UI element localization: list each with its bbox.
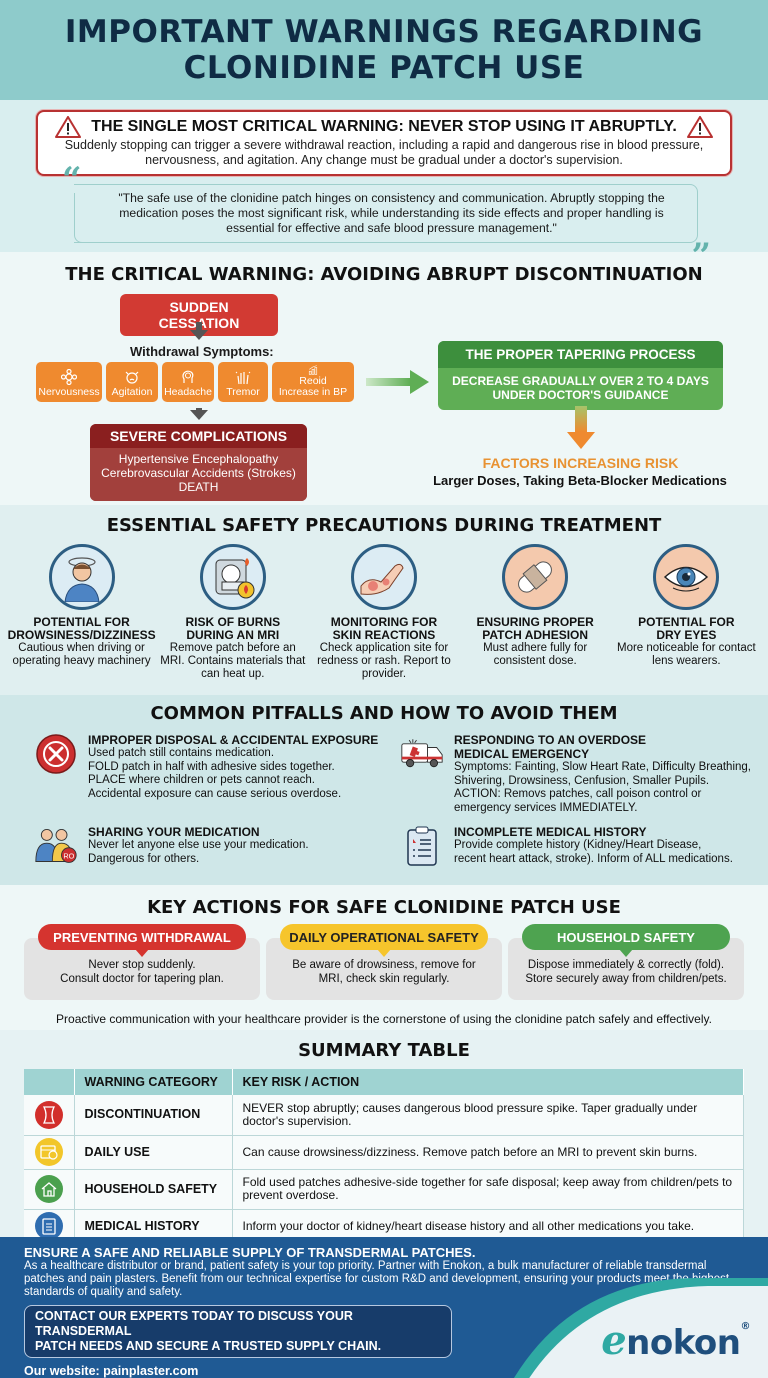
stop-hourglass-icon — [34, 1100, 63, 1129]
gear-flower-icon — [61, 369, 77, 385]
quote-text: "The safe use of the clonidine patch hin… — [118, 191, 665, 235]
tapering-process-box: THE PROPER TAPERING PROCESS DECREASE GRA… — [438, 341, 723, 410]
key-card-preventing-withdrawal: PREVENTING WITHDRAWAL Never stop suddenl… — [24, 924, 260, 1000]
x-circle-icon — [36, 734, 76, 774]
key-card-household-safety: HOUSEHOLD SAFETY Dispose immediately & c… — [508, 924, 744, 1000]
table-row: DAILY USE Can cause drowsiness/dizziness… — [24, 1135, 744, 1170]
open-quote-icon: “ — [62, 160, 82, 200]
eye-icon — [653, 544, 720, 610]
precaution-mri-burns: RISK OF BURNS DURING AN MRI Remove patch… — [158, 544, 308, 681]
promo-footer: ENSURE A SAFE AND RELIABLE SUPPLY OF TRA… — [0, 1237, 768, 1378]
section-title: COMMON PITFALLS AND HOW TO AVOID THEM — [150, 703, 618, 724]
agitated-face-icon — [125, 371, 139, 384]
discontinuation-section: THE CRITICAL WARNING: AVOIDING ABRUPT DI… — [0, 252, 768, 505]
critical-warning-box: THE SINGLE MOST CRITICAL WARNING: NEVER … — [36, 110, 732, 176]
precaution-drowsiness: POTENTIAL FOR DROWSINESS/DIZZINESS Cauti… — [7, 544, 157, 681]
brand-swoosh — [514, 1278, 768, 1378]
pitfall-overdose: RESPONDING TO AN OVERDOSE MEDICAL EMERGE… — [400, 733, 751, 815]
symptoms-row: Nervousness Agitation Headache Tremor Re… — [36, 362, 354, 402]
calendar-clock-icon — [34, 1138, 63, 1166]
section-title: KEY ACTIONS FOR SAFE CLONIDINE PATCH USE — [147, 897, 621, 918]
mri-scanner-fire-icon — [199, 544, 266, 610]
table-header-row: WARNING CATEGORY KEY RISK / ACTION — [24, 1069, 744, 1095]
page-header: IMPORTANT WARNINGS REGARDING CLONIDINE P… — [0, 0, 768, 100]
pitfalls-section: COMMON PITFALLS AND HOW TO AVOID THEM IM… — [0, 695, 768, 885]
critical-warning-title: THE SINGLE MOST CRITICAL WARNING: NEVER … — [91, 118, 677, 135]
shaking-hands-icon — [235, 371, 251, 385]
sudden-cessation-box: SUDDEN CESSATION — [120, 294, 278, 336]
key-tag: PREVENTING WITHDRAWAL — [38, 924, 246, 957]
critical-warning-body: Suddenly stopping can trigger a severe w… — [64, 138, 704, 167]
page-title: IMPORTANT WARNINGS REGARDING CLONIDINE P… — [64, 14, 704, 86]
section-title: SUMMARY TABLE — [298, 1040, 470, 1061]
severe-complications-box: SEVERE COMPLICATIONS Hypertensive Enceph… — [90, 424, 307, 501]
contact-experts-button[interactable]: CONTACT OUR EXPERTS TODAY TO DISCUSS YOU… — [24, 1305, 452, 1358]
enokon-logo: enokon® — [601, 1317, 750, 1364]
precaution-skin-reactions: MONITORING FOR SKIN REACTIONS Check appl… — [309, 544, 459, 681]
table-row: HOUSEHOLD SAFETY Fold used patches adhes… — [24, 1169, 744, 1210]
right-arrow-icon — [366, 370, 429, 394]
footer-heading: ENSURE A SAFE AND RELIABLE SUPPLY OF TRA… — [24, 1245, 476, 1260]
svg-text:RO: RO — [63, 851, 74, 860]
down-arrow-icon — [190, 408, 208, 420]
key-actions-footer: Proactive communication with your health… — [56, 1012, 712, 1026]
warning-triangle-icon — [55, 116, 82, 138]
summary-section: SUMMARY TABLE WARNING CATEGORY KEY RISK … — [0, 1030, 768, 1244]
summary-table: WARNING CATEGORY KEY RISK / ACTION DISCO… — [24, 1069, 744, 1244]
precaution-patch-adhesion: ENSURING PROPER PATCH ADHESION Must adhe… — [460, 544, 610, 681]
warning-triangle-icon — [686, 116, 713, 138]
people-no-share-icon: RO — [34, 825, 78, 866]
pitfall-sharing: RO SHARING YOUR MEDICATION Never let any… — [34, 825, 309, 866]
table-row: DISCONTINUATION NEVER stop abruptly; cau… — [24, 1095, 744, 1136]
symptom-agitation: Agitation — [106, 362, 158, 402]
section-title: THE CRITICAL WARNING: AVOIDING ABRUPT DI… — [65, 264, 703, 285]
precautions-section: ESSENTIAL SAFETY PRECAUTIONS DURING TREA… — [0, 505, 768, 695]
down-arrow-icon — [190, 322, 208, 340]
rising-chart-icon — [308, 365, 318, 375]
key-card-daily-safety: DAILY OPERATIONAL SAFETY Be aware of dro… — [266, 924, 502, 1000]
symptom-nervousness: Nervousness — [36, 362, 102, 402]
critical-warning-section: THE SINGLE MOST CRITICAL WARNING: NEVER … — [0, 100, 768, 273]
summary-quote: “ "The safe use of the clonidine patch h… — [62, 163, 711, 273]
key-tag: DAILY OPERATIONAL SAFETY — [280, 924, 488, 957]
dizzy-person-icon — [48, 544, 115, 610]
clipboard-icon — [34, 1212, 63, 1240]
ambulance-icon — [400, 733, 444, 815]
brain-head-icon — [182, 370, 194, 383]
website-link[interactable]: Our website: painplaster.com — [24, 1364, 199, 1378]
symptom-headache: Headache — [162, 362, 214, 402]
risk-factors-body: Larger Doses, Taking Beta-Blocker Medica… — [433, 473, 727, 488]
symptom-rapid-bp-increase: Reoid Increase in BP — [272, 362, 354, 402]
down-arrow-icon — [567, 406, 595, 449]
section-title: ESSENTIAL SAFETY PRECAUTIONS DURING TREA… — [106, 515, 662, 536]
footer-body: As a healthcare distributor or brand, pa… — [24, 1260, 730, 1298]
pitfall-disposal: IMPROPER DISPOSAL & ACCIDENTAL EXPOSURE … — [34, 733, 378, 801]
rash-arm-icon — [350, 544, 417, 610]
precaution-dry-eyes: POTENTIAL FOR DRY EYES More noticeable f… — [611, 544, 761, 681]
key-actions-section: KEY ACTIONS FOR SAFE CLONIDINE PATCH USE… — [0, 885, 768, 1030]
symptom-tremor: Tremor — [218, 362, 268, 402]
bandage-patch-icon — [502, 544, 569, 610]
key-tag: HOUSEHOLD SAFETY — [522, 924, 730, 957]
clipboard-icon — [400, 825, 444, 867]
pitfall-medical-history: INCOMPLETE MEDICAL HISTORY Provide compl… — [400, 825, 733, 867]
withdrawal-symptoms-label: Withdrawal Symptoms: — [130, 344, 274, 359]
house-icon — [34, 1175, 63, 1203]
risk-factors-title: FACTORS INCREASING RISK — [482, 455, 679, 471]
